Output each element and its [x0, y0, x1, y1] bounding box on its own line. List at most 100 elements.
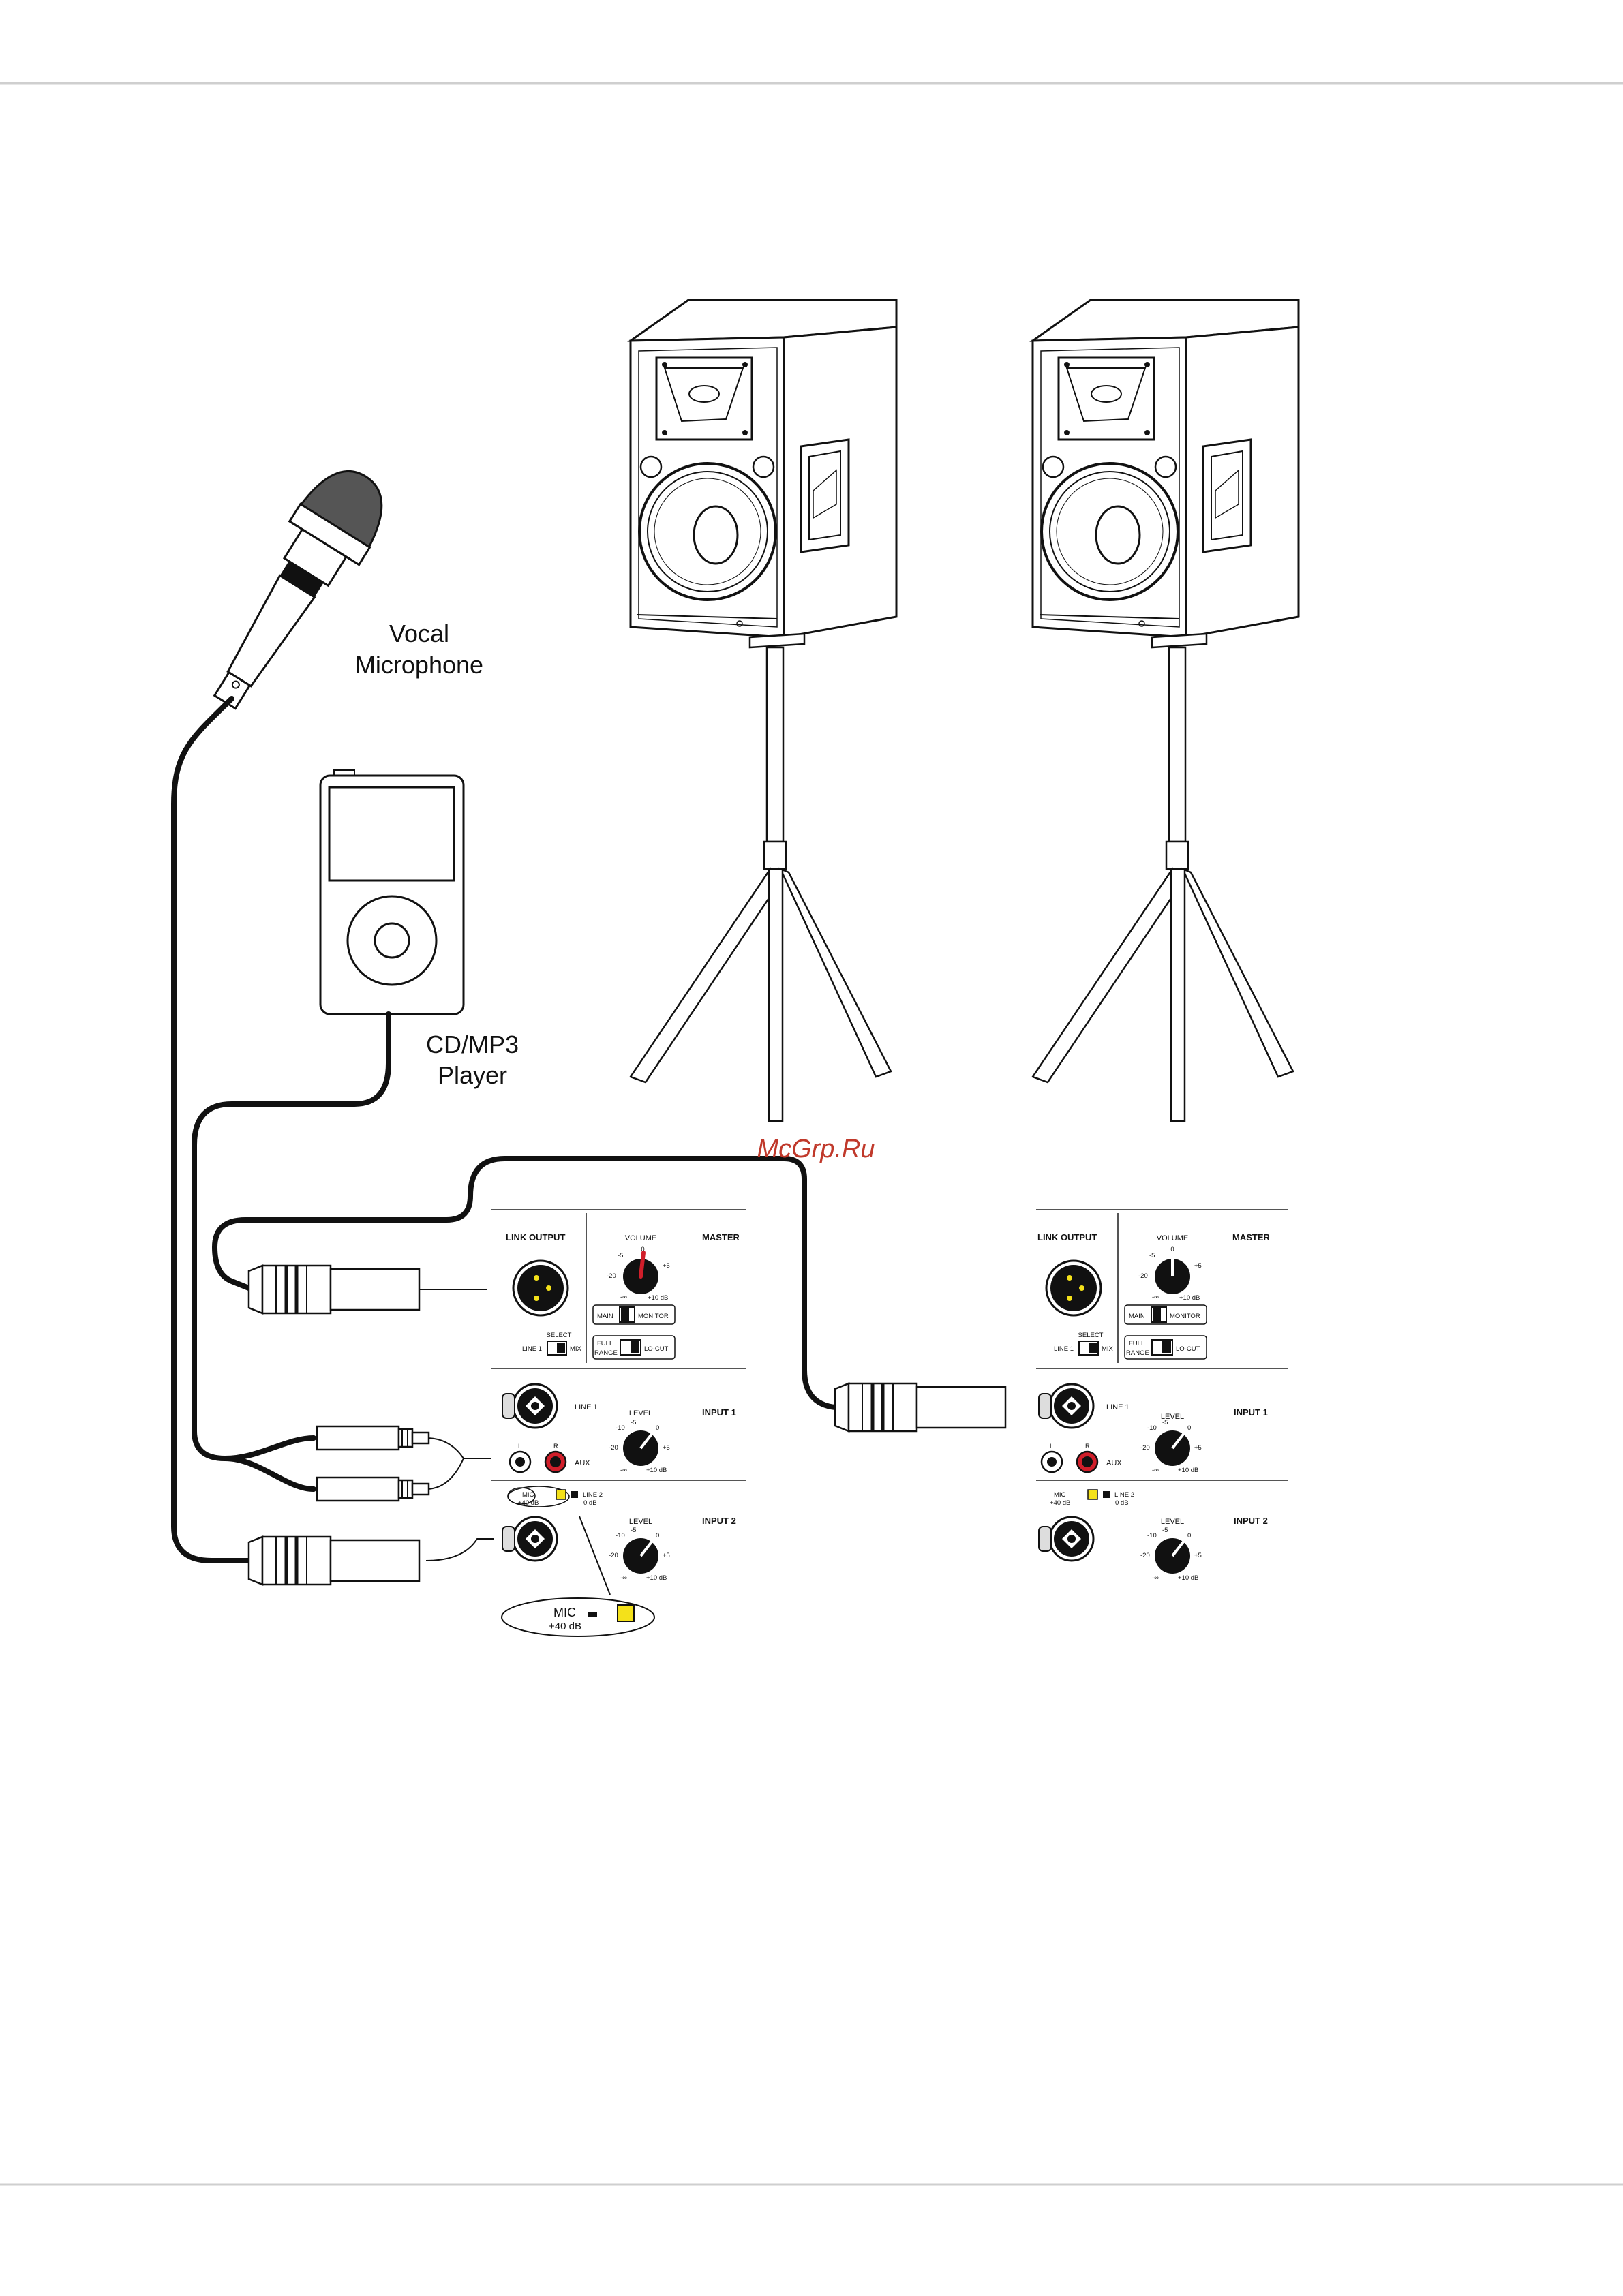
- link-output-jack[interactable]: [512, 1259, 569, 1317]
- right-input2-scale-0: 0: [1187, 1532, 1191, 1540]
- input1-label: INPUT 1: [702, 1407, 736, 1418]
- input1-scale-m20: -20: [609, 1444, 618, 1452]
- input1-level-knob[interactable]: [623, 1430, 658, 1466]
- right-volume-scale-m5: -5: [1149, 1252, 1155, 1259]
- control-panel-left: LINK OUTPUT MASTER SELECT LINE 1 MIX VOL…: [491, 1209, 746, 1637]
- mp3-player-icon: [319, 769, 465, 1015]
- zoom-gain-label: +40 dB: [549, 1621, 581, 1632]
- right-input2-level-knob[interactable]: [1155, 1538, 1190, 1574]
- input1-level-label: LEVEL: [629, 1409, 652, 1418]
- volume-scale-inf: -∞: [620, 1294, 627, 1301]
- vocal-microphone-icon: [213, 470, 383, 710]
- right-link-output-label: LINK OUTPUT: [1037, 1232, 1097, 1242]
- input2-0db-label: 0 dB: [583, 1499, 597, 1507]
- input1-combo-jack[interactable]: [501, 1383, 558, 1429]
- right-input1-scale-m10: -10: [1147, 1424, 1157, 1432]
- aux-left-jack[interactable]: [509, 1450, 532, 1473]
- aux-right-label: R: [553, 1443, 558, 1450]
- right-input2-label: INPUT 2: [1234, 1516, 1268, 1526]
- lo-cut-label: LO-CUT: [644, 1345, 669, 1353]
- right-input2-0db-label: 0 dB: [1115, 1499, 1129, 1507]
- right-aux-right-label: R: [1085, 1443, 1090, 1450]
- right-volume-scale-inf: -∞: [1152, 1294, 1159, 1301]
- volume-scale-p5: +5: [663, 1262, 670, 1270]
- right-aux-right-jack[interactable]: [1076, 1450, 1099, 1473]
- right-input2-scale-m20: -20: [1140, 1552, 1150, 1559]
- input2-level-label: LEVEL: [629, 1518, 652, 1526]
- lo-cut-switch[interactable]: [620, 1339, 641, 1356]
- input2-level-knob[interactable]: [623, 1538, 658, 1574]
- full-label: FULL: [597, 1340, 613, 1347]
- right-input2-mic-label: MIC: [1054, 1491, 1066, 1499]
- xlr-link-plug: [249, 1266, 419, 1313]
- right-volume-knob[interactable]: [1155, 1259, 1190, 1294]
- right-input1-combo-jack[interactable]: [1037, 1383, 1095, 1429]
- right-lo-cut-switch[interactable]: [1151, 1339, 1173, 1356]
- xlr-mic-plug: [249, 1537, 419, 1585]
- watermark: McGrp.Ru: [757, 1135, 875, 1163]
- link-output-label: LINK OUTPUT: [506, 1232, 565, 1242]
- input1-scale-p5: +5: [663, 1444, 670, 1452]
- right-volume-scale-p10: +10 dB: [1179, 1294, 1200, 1302]
- input2-scale-m5: -5: [631, 1527, 636, 1534]
- volume-knob[interactable]: [623, 1251, 658, 1294]
- input2-plus40-label: +40 dB: [518, 1499, 539, 1507]
- input2-label: INPUT 2: [702, 1516, 736, 1526]
- cables: [171, 696, 838, 1563]
- right-select-switch[interactable]: [1078, 1341, 1099, 1356]
- right-input2-scale-m5: -5: [1162, 1527, 1168, 1534]
- right-mic-line2-switch[interactable]: [1087, 1489, 1110, 1500]
- aux-right-jack[interactable]: [544, 1450, 567, 1473]
- right-aux-label: AUX: [1106, 1459, 1122, 1467]
- input1-scale-inf: -∞: [620, 1467, 627, 1474]
- right-input1-scale-m20: -20: [1140, 1444, 1150, 1452]
- right-aux-left-jack[interactable]: [1040, 1450, 1063, 1473]
- right-input2-line2-label: LINE 2: [1114, 1491, 1134, 1499]
- main-monitor-switch[interactable]: [619, 1306, 635, 1323]
- master-label: MASTER: [702, 1232, 740, 1242]
- microphone-label-line2: Microphone: [355, 651, 483, 679]
- right-full-label: FULL: [1129, 1340, 1144, 1347]
- right-input1-scale-0: 0: [1187, 1424, 1191, 1432]
- right-select-mix-label: MIX: [1102, 1345, 1114, 1353]
- select-label: SELECT: [547, 1332, 572, 1339]
- select-line1-label: LINE 1: [522, 1345, 542, 1353]
- microphone-label-line1: Vocal: [389, 619, 449, 647]
- leader-lines: [419, 1289, 611, 1595]
- aux-label: AUX: [575, 1459, 590, 1467]
- right-input1-level-knob[interactable]: [1155, 1430, 1190, 1466]
- main-label: MAIN: [597, 1313, 613, 1320]
- volume-scale-0: 0: [641, 1246, 644, 1253]
- xlr-link-input-plug: [835, 1383, 1005, 1431]
- input2-scale-inf: -∞: [620, 1574, 627, 1582]
- right-main-monitor-switch[interactable]: [1151, 1306, 1167, 1323]
- right-input1-scale-m5: -5: [1162, 1419, 1168, 1426]
- right-input2-scale-p10: +10 dB: [1178, 1574, 1198, 1582]
- volume-label: VOLUME: [625, 1234, 656, 1242]
- volume-scale-p10: +10 dB: [648, 1294, 668, 1302]
- input2-combo-jack[interactable]: [501, 1516, 558, 1562]
- right-link-output-jack[interactable]: [1045, 1259, 1102, 1317]
- input1-scale-p10: +10 dB: [646, 1467, 667, 1474]
- monitor-label: MONITOR: [638, 1313, 669, 1320]
- speaker-right: [1031, 299, 1300, 1122]
- input2-scale-p10: +10 dB: [646, 1574, 667, 1582]
- mic-line2-switch[interactable]: [556, 1489, 578, 1500]
- input1-line1-label: LINE 1: [575, 1403, 598, 1411]
- right-input1-scale-p10: +10 dB: [1178, 1467, 1198, 1474]
- input2-scale-0: 0: [656, 1532, 659, 1540]
- right-input2-level-label: LEVEL: [1161, 1518, 1184, 1526]
- input1-scale-m5: -5: [631, 1419, 636, 1426]
- input1-scale-m10: -10: [616, 1424, 625, 1432]
- select-switch[interactable]: [547, 1341, 567, 1356]
- volume-scale-m5: -5: [618, 1252, 623, 1259]
- right-main-label: MAIN: [1129, 1313, 1145, 1320]
- right-lo-cut-label: LO-CUT: [1176, 1345, 1200, 1353]
- right-input2-combo-jack[interactable]: [1037, 1516, 1095, 1562]
- right-volume-label: VOLUME: [1157, 1234, 1188, 1242]
- input2-scale-m20: -20: [609, 1552, 618, 1559]
- right-aux-left-label: L: [1050, 1443, 1053, 1450]
- rca-plug-left: [316, 1425, 430, 1451]
- right-select-line1-label: LINE 1: [1054, 1345, 1074, 1353]
- right-input1-scale-p5: +5: [1194, 1444, 1202, 1452]
